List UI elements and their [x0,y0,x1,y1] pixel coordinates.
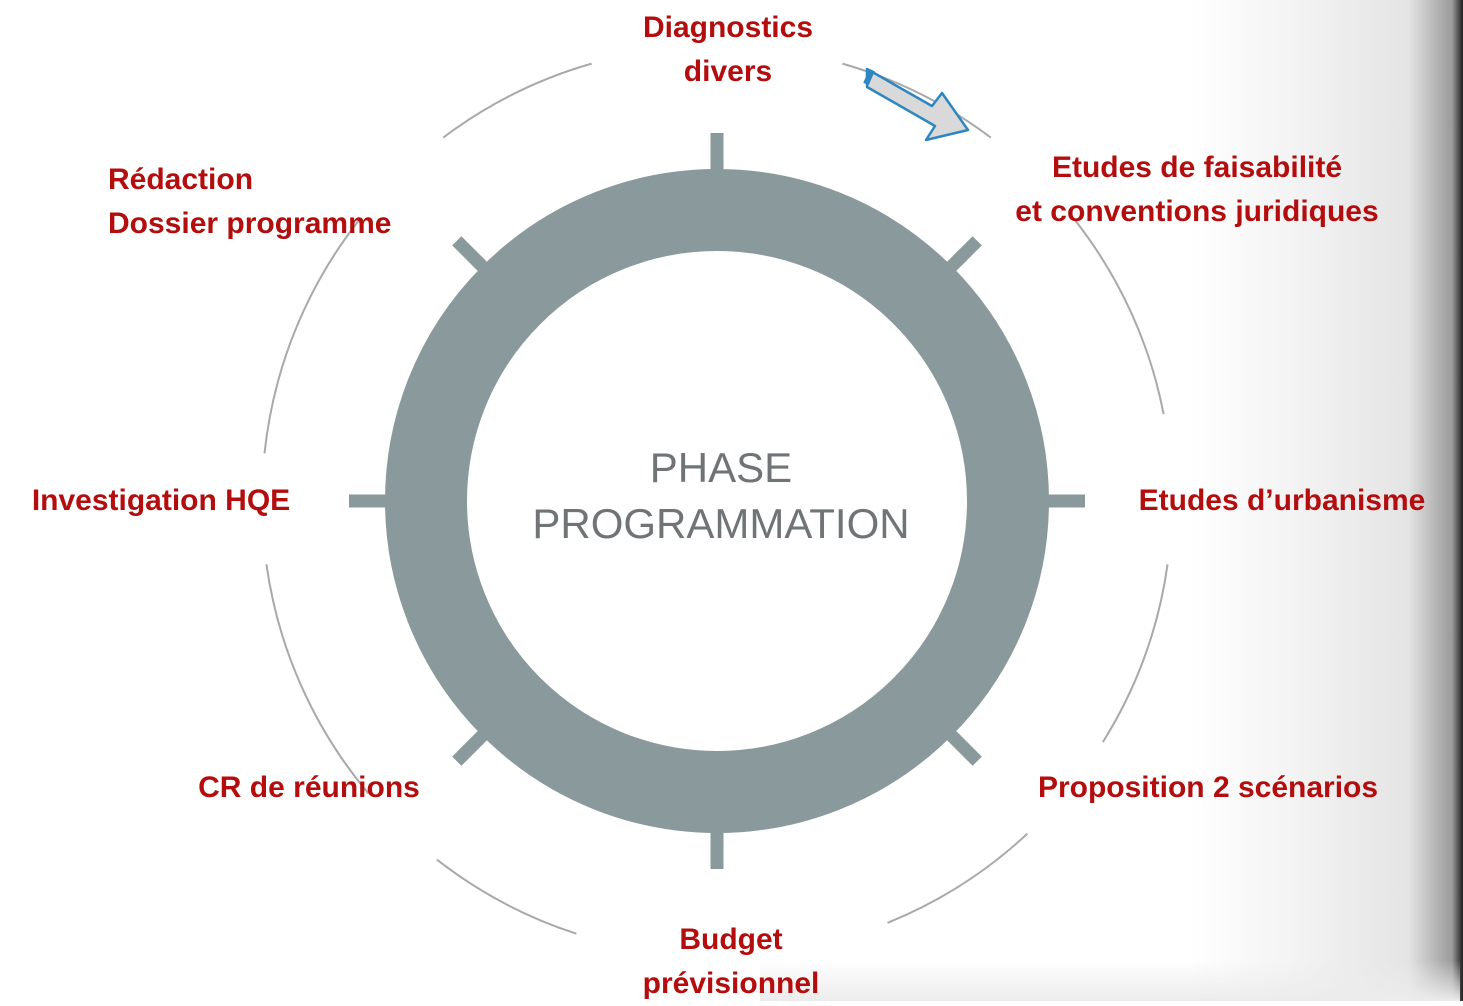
outer-arc [1102,564,1169,743]
step-urban-studies-line1: Etudes d’urbanisme [1138,484,1426,517]
step-budget-line1: Budget [679,923,783,956]
step-feasibility-line2: et conventions juridiques [1015,195,1379,228]
step-two-scenarios: Proposition 2 scénarios [1012,766,1404,810]
step-meeting-reports: CR de réunions [180,766,438,810]
outer-arc [1074,220,1165,415]
outer-arc [265,564,370,795]
step-budget-line2: prévisionnel [642,967,820,1000]
outer-arc [436,858,577,935]
background-shading [1190,0,1463,1001]
step-program-drafting-line1: Rédaction [108,163,254,196]
step-two-scenarios-line1: Proposition 2 scénarios [1037,771,1379,804]
outer-arc [263,220,360,454]
outer-arc [442,62,592,139]
direction-arrow-icon [863,67,970,142]
step-diagnostics: Diagnostics divers [612,6,844,94]
step-budget: Budget prévisionnel [620,918,842,1006]
step-feasibility-line1: Etudes de faisabilité [1051,151,1343,184]
phase-title-line1: PHASE [649,444,793,491]
phase-title-line2: PROGRAMMATION [532,500,910,547]
phase-title: PHASE PROGRAMMATION [470,440,972,552]
step-meeting-reports-line1: CR de réunions [198,771,420,804]
step-program-drafting-line2: Dossier programme [108,207,392,240]
outer-arcs [263,62,1169,935]
step-hqe-investigation: Investigation HQE [12,479,310,523]
phase-ring [385,169,1049,833]
background-shading-bottom [760,960,1460,1001]
step-program-drafting: Rédaction Dossier programme [108,158,391,246]
step-diagnostics-line2: divers [683,55,773,88]
outer-arc [887,833,1028,924]
step-hqe-line1: Investigation HQE [31,484,291,517]
step-diagnostics-line1: Diagnostics [642,11,814,44]
step-urban-studies: Etudes d’urbanisme [1116,479,1448,523]
outer-arc [842,62,992,139]
step-feasibility-studies: Etudes de faisabilité et conventions jur… [992,146,1402,234]
